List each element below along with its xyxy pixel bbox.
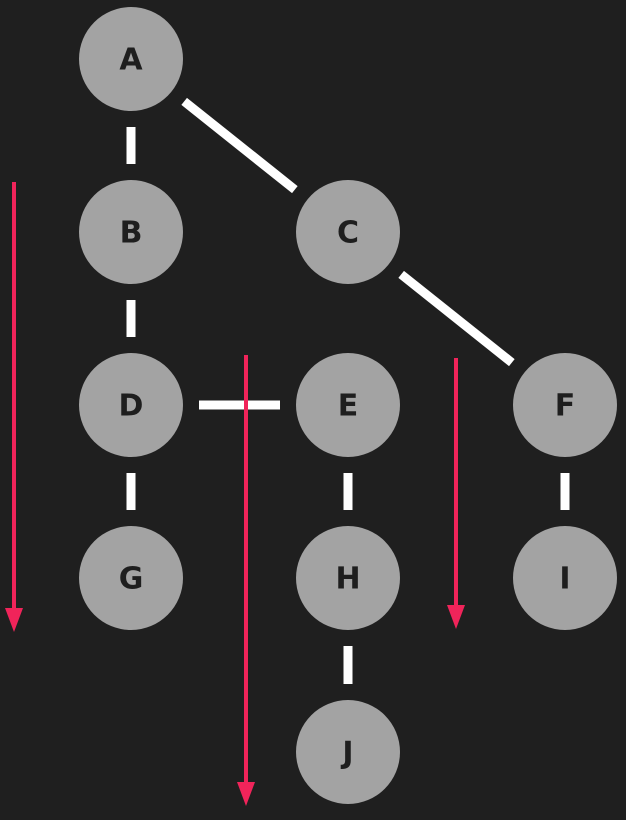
arrow-middle	[237, 355, 255, 806]
arrow-head	[447, 605, 465, 629]
node-h: H	[296, 526, 400, 630]
node-circle	[296, 700, 400, 804]
node-c: C	[296, 180, 400, 284]
edge-a-c	[181, 97, 298, 194]
node-circle	[79, 526, 183, 630]
edges	[126, 97, 570, 684]
node-label: J	[340, 736, 353, 771]
node-label: E	[338, 389, 359, 424]
node-label: D	[119, 389, 144, 424]
node-label: I	[559, 562, 570, 597]
node-label: F	[555, 389, 576, 424]
node-circle	[296, 526, 400, 630]
node-e: E	[296, 353, 400, 457]
node-d: D	[79, 353, 183, 457]
node-circle	[79, 7, 183, 111]
node-circle	[513, 353, 617, 457]
edge-c-f	[398, 270, 515, 367]
arrow-head	[5, 608, 23, 632]
node-label: G	[119, 562, 144, 597]
node-circle	[79, 180, 183, 284]
node-circle	[296, 353, 400, 457]
node-g: G	[79, 526, 183, 630]
node-circle	[513, 526, 617, 630]
node-i: I	[513, 526, 617, 630]
nodes: A B C D E F G H I J	[79, 7, 617, 804]
node-circle	[79, 353, 183, 457]
node-label: H	[335, 562, 360, 597]
node-j: J	[296, 700, 400, 804]
node-label: A	[119, 43, 143, 78]
node-b: B	[79, 180, 183, 284]
traversal-arrows	[5, 182, 465, 806]
arrow-head	[237, 782, 255, 806]
node-label: B	[120, 216, 143, 251]
node-label: C	[337, 216, 359, 251]
arrow-left	[5, 182, 23, 632]
arrow-right	[447, 358, 465, 629]
node-circle	[296, 180, 400, 284]
node-a: A	[79, 7, 183, 111]
node-f: F	[513, 353, 617, 457]
